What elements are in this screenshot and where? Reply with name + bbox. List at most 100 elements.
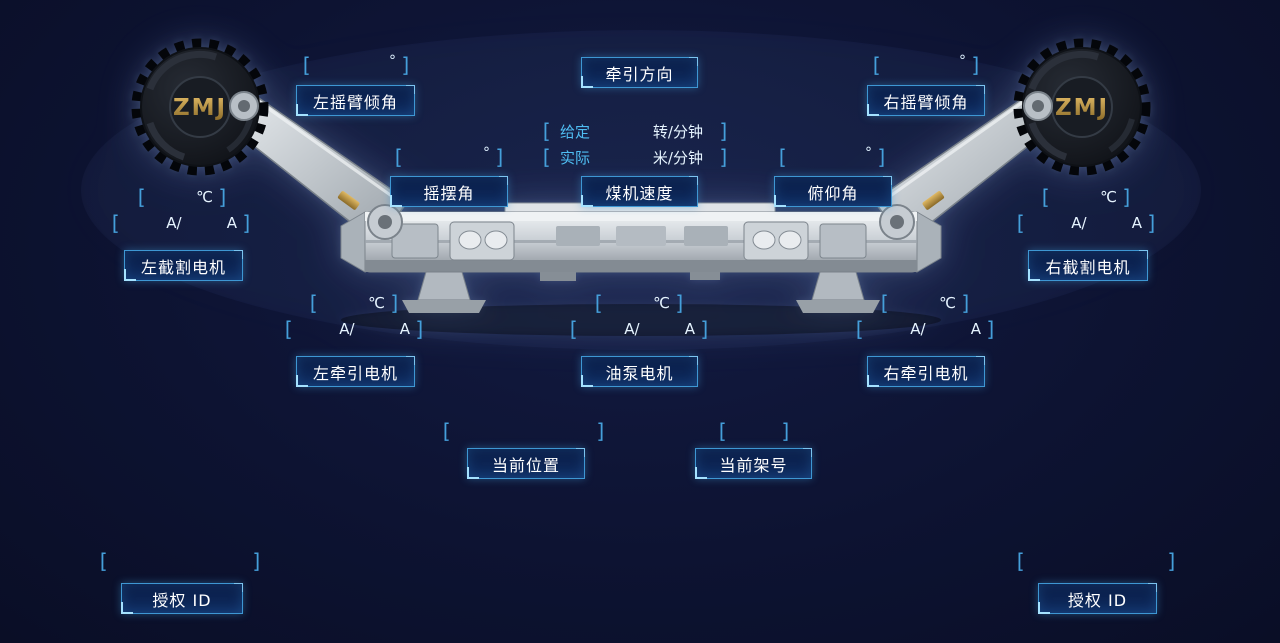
bracket-close: ]	[240, 211, 253, 235]
label-text: 左摇臂倾角	[312, 92, 398, 112]
bracket-open: [	[853, 317, 866, 341]
bracket-close: ]	[250, 549, 263, 573]
degree-unit: °	[482, 145, 490, 161]
right-support-foot	[796, 300, 880, 313]
value-unit-group: A ]	[1132, 213, 1158, 233]
oil-pump-motor-label: 油泵电机	[581, 356, 698, 387]
right-cutting-motor-current-readout: [ A/ A ]	[1014, 212, 1158, 234]
bracket-open: [	[878, 291, 891, 315]
bracket-close: ]	[399, 53, 412, 77]
degree-unit: °	[864, 145, 872, 161]
left-cutting-motor-label: 左截割电机	[124, 250, 243, 281]
value-unit-group: ° ]	[482, 145, 506, 167]
bracket-open: [	[592, 291, 605, 315]
bracket-close: ]	[717, 145, 730, 169]
bracket-open: [	[1014, 211, 1027, 235]
bracket-close: ]	[779, 419, 792, 443]
body-hatch	[684, 226, 728, 246]
label-text: 当前架号	[719, 455, 788, 475]
amp-first-unit: A/	[624, 320, 640, 338]
value-unit-group: ℃ ]	[368, 293, 401, 313]
label-text: 左截割电机	[140, 257, 226, 277]
right-support-leg	[811, 271, 865, 301]
swing-angle-readout: [ ° ]	[392, 145, 506, 169]
left-drum-logo: ZMJ	[173, 95, 227, 121]
right-arm-joint-pin	[1032, 100, 1044, 112]
bracket-open: [	[307, 291, 320, 315]
right-drum-vane	[1028, 50, 1100, 91]
label-text: 授权 ID	[152, 590, 212, 610]
label-text: 左牵引电机	[312, 363, 398, 383]
body-hatch	[616, 226, 666, 246]
bracket-close: ]	[673, 291, 686, 315]
body-port	[484, 230, 508, 250]
label-text: 右摇臂倾角	[883, 92, 969, 112]
value-unit-group: ℃ ]	[196, 187, 229, 207]
celsius-unit: ℃	[653, 294, 670, 312]
bracket-open: [	[300, 53, 313, 77]
bracket-close: ]	[984, 317, 997, 341]
bracket-close: ]	[1145, 211, 1158, 235]
bracket-close: ]	[388, 291, 401, 315]
right-drum-vane	[1028, 121, 1068, 161]
rpm-unit: 转/分钟	[652, 122, 703, 141]
traction-direction-label: 牵引方向	[581, 57, 698, 88]
bracket-close: ]	[1120, 185, 1133, 209]
mpm-unit: 米/分钟	[652, 148, 703, 167]
amp-second-unit: A	[226, 214, 237, 232]
bracket-open: [	[776, 145, 789, 169]
right-cutting-motor-label: 右截割电机	[1028, 250, 1148, 281]
amp-first-unit: A/	[1071, 214, 1087, 232]
value-unit-group: A ]	[227, 213, 253, 233]
right-body-pivot-pin	[890, 215, 904, 229]
bracket-open: [	[440, 419, 453, 443]
amp-first-unit: A/	[166, 214, 182, 232]
bracket-open: [	[282, 317, 295, 341]
left-traction-motor-current-readout: [ A/ A ]	[282, 318, 426, 340]
bracket-open: [	[540, 119, 553, 143]
left-support-foot	[402, 300, 486, 313]
left-traction-motor-temp-readout: [ ℃ ]	[307, 292, 401, 314]
right-hydraulic-accent	[922, 191, 945, 210]
speed-actual-readout: [ 实际 米/分钟 ]	[540, 146, 730, 168]
amp-second-unit: A	[970, 320, 981, 338]
bracket-open: [	[1014, 549, 1027, 573]
value-unit-group: ℃ ]	[653, 293, 686, 313]
value-unit-group: ° ]	[864, 145, 888, 167]
setpoint-label: 给定	[560, 122, 591, 141]
body-port	[458, 230, 482, 250]
left-arm-joint-pin	[238, 100, 250, 112]
amp-second-unit: A	[684, 320, 695, 338]
oil-pump-motor-temp-readout: [ ℃ ]	[592, 292, 686, 314]
left-hydraulic-accent	[337, 191, 360, 210]
value-unit-group: ° ]	[959, 53, 982, 77]
current-support-number-readout: [ ]	[716, 420, 792, 442]
body-hatch	[556, 226, 600, 246]
authorization-id-right-readout: [ ]	[1014, 550, 1178, 572]
bracket-open: [	[870, 53, 883, 77]
machine-shadow	[341, 304, 941, 336]
value-unit-group: A ]	[685, 319, 711, 339]
bracket-close: ]	[216, 185, 229, 209]
value-unit-group: A ]	[971, 319, 997, 339]
current-position-readout: [ ]	[440, 420, 607, 442]
bracket-open: [	[109, 211, 122, 235]
bracket-close: ]	[594, 419, 607, 443]
right-rocker-tilt-readout: [ ° ]	[870, 53, 982, 77]
celsius-unit: ℃	[939, 294, 956, 312]
bracket-close: ]	[1165, 549, 1178, 573]
underbody-part	[690, 272, 720, 280]
right-drum-teeth	[1013, 38, 1151, 176]
left-drum-teeth	[131, 38, 269, 176]
left-drum-vane	[226, 118, 253, 153]
bracket-close: ]	[969, 53, 982, 77]
body-port	[778, 230, 802, 250]
value-unit-group: ℃ ]	[939, 293, 972, 313]
pitch-angle-readout: [ ° ]	[776, 145, 888, 169]
value-unit-group: ℃ ]	[1100, 187, 1133, 207]
left-traction-motor-label: 左牵引电机	[296, 356, 415, 387]
pitch-angle-label: 俯仰角	[774, 176, 892, 207]
bracket-open: [	[392, 145, 405, 169]
left-rocker-tilt-label: 左摇臂倾角	[296, 85, 415, 116]
